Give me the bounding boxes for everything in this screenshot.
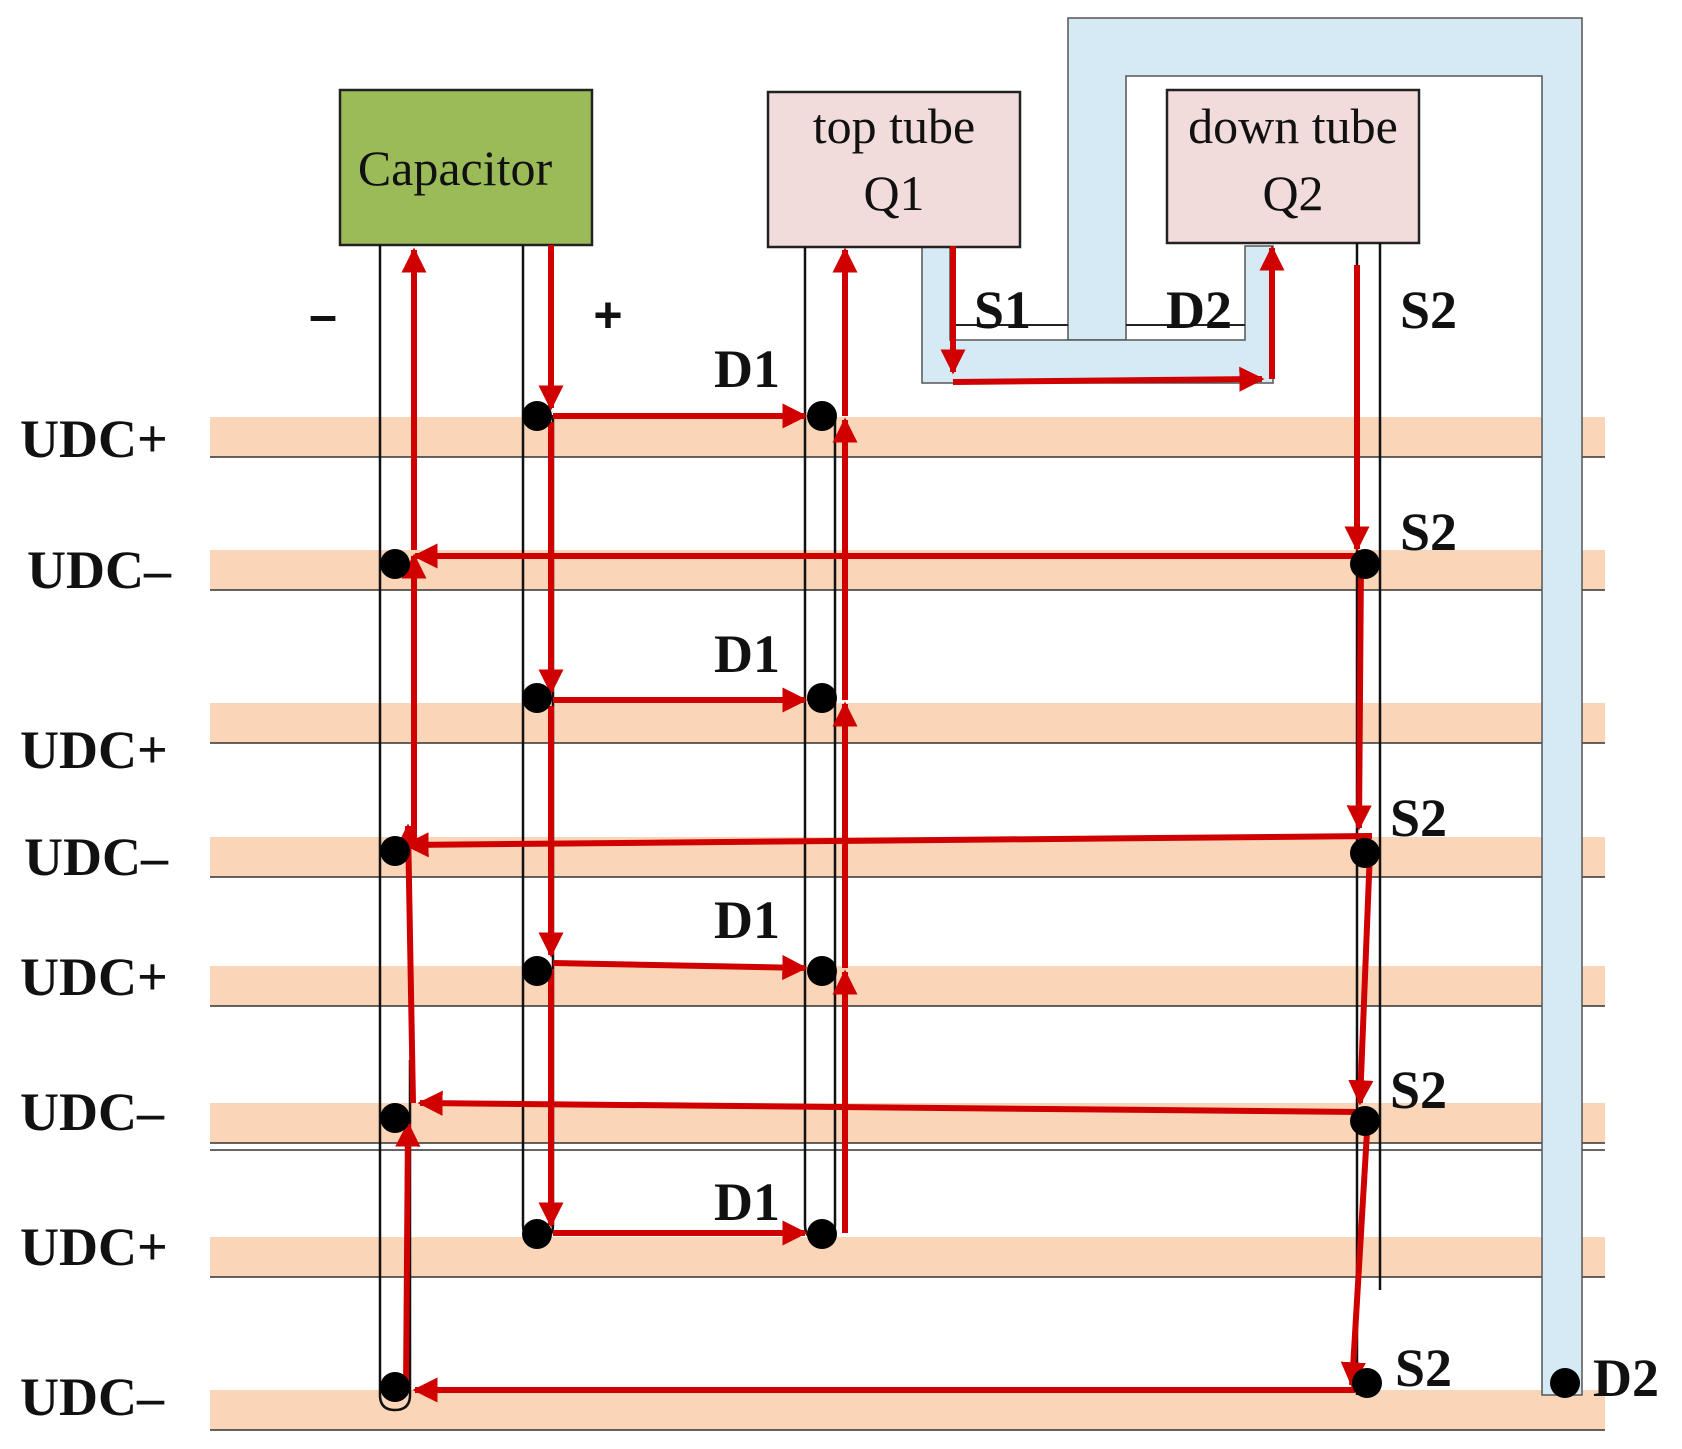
rail-band-1 — [210, 417, 1605, 457]
node-s2-1 — [1350, 549, 1380, 579]
node-label-3: D1 — [714, 624, 780, 684]
q2-label: Q2 — [1262, 165, 1323, 221]
rail-label-1: UDC+ — [20, 409, 168, 469]
rail-label-3: UDC+ — [20, 720, 168, 780]
s2-top-label: S2 — [1400, 280, 1457, 340]
node-s2-3 — [1350, 1106, 1380, 1136]
boxes-layer: Capacitor top tube Q1 down tube Q2 — [338, 88, 1421, 249]
rail-label-2: UDC– — [27, 540, 172, 600]
node-minus-2 — [380, 836, 410, 866]
top-tube-label: top tube — [813, 98, 975, 154]
rail-label-4: UDC– — [24, 827, 169, 887]
d2-top-label: D2 — [1166, 280, 1232, 340]
node-plus-3 — [522, 956, 552, 986]
node-d1-2 — [807, 683, 837, 713]
current-layer — [395, 245, 1374, 1403]
node-label-8: S2 — [1395, 1338, 1452, 1398]
node-s2-4 — [1352, 1368, 1382, 1398]
node-s2-2 — [1350, 838, 1380, 868]
node-plus-2 — [522, 683, 552, 713]
terminal-labels: – + S1 D2 S2 D2 — [309, 280, 1659, 1408]
rail-label-8: UDC– — [20, 1367, 165, 1427]
udc-minus-return-2 — [403, 832, 1373, 858]
s2-down-3 — [1348, 849, 1374, 1106]
down-tube-q2-box: down tube Q2 — [1165, 88, 1421, 245]
d2-bottom-label: D2 — [1593, 1348, 1659, 1408]
rail-band-3 — [210, 703, 1605, 743]
node-plus-1 — [522, 401, 552, 431]
node-d1-1 — [807, 401, 837, 431]
node-label-5: D1 — [714, 890, 780, 950]
rails-layer — [210, 417, 1605, 1431]
node-d1-4 — [807, 1219, 837, 1249]
node-d2-bottom — [1550, 1368, 1580, 1398]
rail-label-7: UDC+ — [20, 1217, 168, 1277]
udc-minus-return-3 — [417, 1090, 1361, 1116]
q1-label: Q1 — [863, 165, 924, 221]
down-tube-label: down tube — [1188, 98, 1398, 154]
cap-minus-up-3 — [395, 823, 422, 1104]
nodes-layer — [380, 401, 1580, 1402]
s2-down-2 — [1346, 559, 1372, 831]
minus-terminal-label: – — [309, 287, 337, 343]
node-label-1: D1 — [714, 339, 780, 399]
node-label-2: S2 — [1400, 502, 1457, 562]
s1-label: S1 — [974, 280, 1031, 340]
rail-band-7 — [210, 1237, 1605, 1277]
rail-label-6: UDC– — [20, 1082, 165, 1142]
node-minus-3 — [380, 1103, 410, 1133]
rail-band-5 — [210, 966, 1605, 1006]
s1-to-d2 — [952, 366, 1265, 392]
s2-down-4 — [1340, 1114, 1371, 1388]
d1-feed-3 — [552, 954, 808, 981]
capacitor-minus-wire — [378, 245, 412, 1412]
top-tube-q1-box: top tube Q1 — [766, 90, 1022, 249]
plus-terminal-label: + — [593, 287, 622, 343]
capacitor-box: Capacitor — [338, 88, 594, 247]
rail-label-5: UDC+ — [20, 947, 168, 1007]
node-minus-1 — [380, 549, 410, 579]
node-minus-4 — [380, 1372, 410, 1402]
node-label-6: S2 — [1390, 1060, 1447, 1120]
node-plus-4 — [522, 1219, 552, 1249]
node-label-7: D1 — [714, 1172, 780, 1232]
cap-minus-up-4 — [395, 1121, 421, 1391]
node-label-4: S2 — [1390, 788, 1447, 848]
node-d1-3 — [807, 956, 837, 986]
rail-labels: UDC+ UDC– UDC+ UDC– UDC+ UDC– UDC+ UDC– … — [20, 339, 1457, 1427]
capacitor-label: Capacitor — [358, 140, 553, 196]
